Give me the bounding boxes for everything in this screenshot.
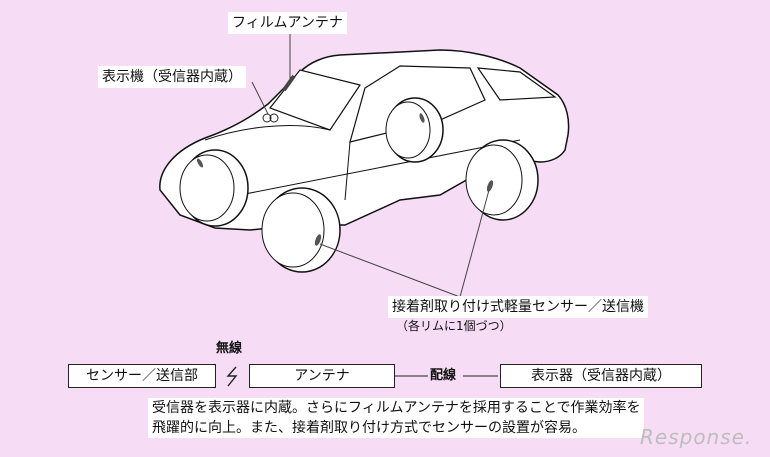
film-antenna-mark — [282, 74, 296, 92]
hood-line — [204, 124, 331, 141]
sensor-mark — [486, 180, 494, 192]
leader-line-sensor-front — [319, 243, 461, 298]
sensor-mark — [196, 158, 204, 168]
caption-line-1: 受信器を表示器に内蔵。さらにフィルムアンテナを採用することで作業効率を — [152, 400, 641, 416]
wheel-front-far-rim — [179, 154, 235, 222]
wired-label: 配線 — [430, 368, 457, 383]
sensor-label: 接着剤取り付け式軽量センサー／送信機 — [388, 296, 648, 318]
film-antenna-label: フィルムアンテナ — [228, 12, 347, 34]
wheel-front-near-rim — [261, 192, 325, 268]
sensor-mark — [419, 113, 425, 123]
caption-line-2: 飛躍的に向上。また、接着剤取り付け方式でセンサーの設置が容易。 — [152, 420, 586, 436]
sensor-box: センサー／送信部 — [68, 364, 216, 388]
caption: 受信器を表示器に内蔵。さらにフィルムアンテナを採用することで作業効率を 飛躍的に… — [148, 398, 645, 438]
antenna-box: アンテナ — [249, 364, 395, 388]
sensor-note: （各リムに1個づつ） — [396, 319, 512, 333]
display-unit-mark — [262, 113, 272, 123]
watermark-logo: Response. — [640, 425, 753, 449]
leader-line-display — [251, 81, 269, 115]
wireless-label: 無線 — [216, 341, 243, 356]
wheel-rear-far-rim — [385, 101, 431, 159]
sensor-mark — [314, 234, 322, 246]
display-unit-label: 表示機（受信器内蔵） — [98, 66, 246, 88]
leader-line-sensor-rear — [459, 189, 490, 298]
door-line — [344, 141, 351, 201]
wheel-rear-near-rim — [465, 144, 523, 216]
display-unit-mark — [269, 113, 279, 123]
wireless-bolt-icon — [226, 366, 238, 387]
rear-trunk — [476, 67, 557, 101]
display-box: 表示器（受信器内蔵） — [500, 364, 702, 388]
